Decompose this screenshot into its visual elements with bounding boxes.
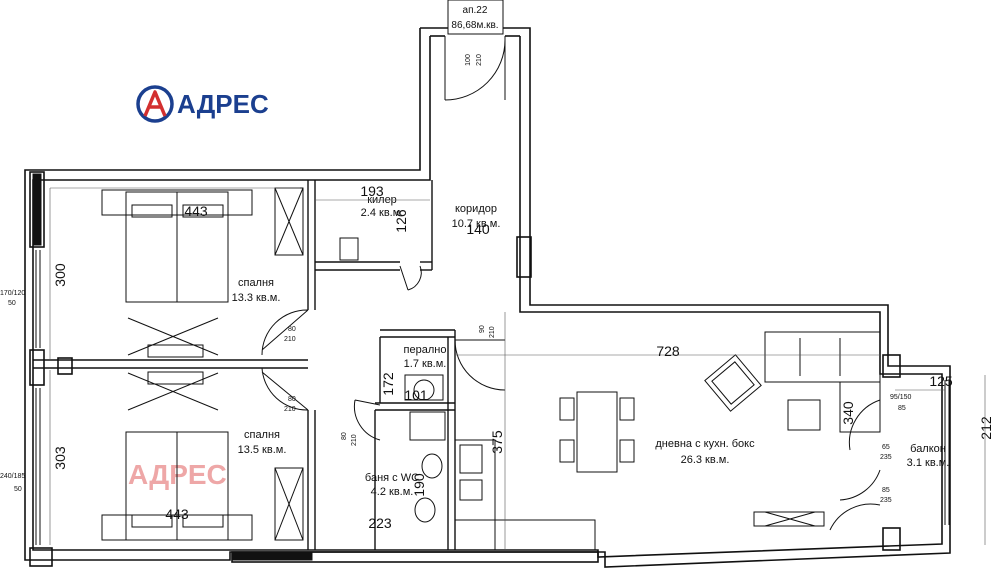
logo-emblem-icon bbox=[136, 85, 174, 123]
door3-w: 80 bbox=[341, 432, 348, 440]
furniture bbox=[101, 187, 881, 551]
door-entrance-h: 210 bbox=[476, 54, 483, 66]
door2-w: 80 bbox=[288, 396, 296, 403]
apartment-number: ап.22 bbox=[463, 5, 488, 16]
wall-columns bbox=[29, 171, 901, 567]
sofa-icon bbox=[764, 331, 881, 433]
door4-w: 90 bbox=[479, 325, 486, 333]
coffee-table-icon bbox=[787, 399, 821, 431]
kitchen-counter-icon bbox=[454, 439, 596, 551]
window1-w: 170/120 bbox=[0, 290, 25, 297]
bedroom1-name: спалня bbox=[238, 277, 274, 289]
window2-h: 50 bbox=[14, 486, 22, 493]
dim-balcony-height: 212 bbox=[978, 416, 994, 440]
sink-icon bbox=[421, 453, 443, 479]
balcony-area: 3.1 кв.м. bbox=[907, 457, 950, 469]
dim-closet-height: 126 bbox=[393, 209, 409, 233]
door-size-labels: 100 210 80 210 80 210 80 210 90 210 65 2… bbox=[0, 54, 912, 504]
shower-icon bbox=[409, 411, 446, 441]
dim-living-height: 375 bbox=[489, 430, 505, 454]
door2-h: 210 bbox=[284, 406, 296, 413]
dining-table-icon bbox=[559, 391, 635, 473]
logo: АДРЕС bbox=[136, 85, 269, 123]
dim-living-depth: 340 bbox=[840, 401, 856, 425]
dim-corridor-width: 140 bbox=[466, 221, 490, 237]
window2-w: 240/185 bbox=[0, 473, 25, 480]
dim-laundry-width: 101 bbox=[404, 387, 428, 403]
door1-w: 80 bbox=[288, 326, 296, 333]
dim-bed1-height: 300 bbox=[52, 263, 68, 287]
laundry-name: перално bbox=[404, 344, 447, 356]
bathroom-area: 4.2 кв.м. bbox=[371, 486, 414, 498]
laundry-area: 1.7 кв.м. bbox=[404, 358, 447, 370]
room-labels: спалня 13.3 кв.м. спалня 13.5 кв.м. киле… bbox=[232, 194, 950, 498]
balcony-window-h: 85 bbox=[898, 405, 906, 412]
door1-h: 210 bbox=[284, 336, 296, 343]
dim-bed2-height: 303 bbox=[52, 446, 68, 470]
logo-text: АДРЕС bbox=[177, 89, 269, 119]
dim-closet-width: 193 bbox=[360, 183, 384, 199]
bedroom2-name: спалня bbox=[244, 429, 280, 441]
windows bbox=[35, 250, 950, 545]
closet-area: 2.4 кв.м. bbox=[361, 207, 404, 219]
dim-bed1-width: 443 bbox=[184, 203, 208, 219]
dim-bed2-width: 443 bbox=[165, 506, 189, 522]
door-entrance-w: 100 bbox=[465, 54, 472, 66]
doors bbox=[261, 36, 881, 531]
dim-bath-width: 223 bbox=[368, 515, 392, 531]
living-name: дневна с кухн. бокс bbox=[655, 438, 755, 450]
balcony-door2-w: 85 bbox=[882, 487, 890, 494]
balcony-name: балкон bbox=[910, 443, 946, 455]
interior-walls bbox=[33, 180, 456, 550]
bed-1-icon bbox=[101, 189, 253, 303]
walls bbox=[24, 27, 951, 568]
balcony-window-w: 95/150 bbox=[890, 394, 912, 401]
dim-bath-height: 190 bbox=[411, 473, 427, 497]
dim-living-width: 728 bbox=[656, 343, 680, 359]
toilet-icon bbox=[414, 497, 436, 523]
corridor-name: коридор bbox=[455, 203, 497, 215]
entrance-label: ап.22 86,68м.кв. bbox=[447, 0, 504, 35]
balcony-door1-h: 235 bbox=[880, 454, 892, 461]
door3-h: 210 bbox=[351, 434, 358, 446]
bedroom1-area: 13.3 кв.м. bbox=[232, 292, 281, 304]
wardrobe-icon bbox=[274, 187, 304, 541]
corridor-area: 10.7 кв.м. bbox=[452, 218, 501, 230]
window1-h: 50 bbox=[8, 300, 16, 307]
apartment-area: 86,68м.кв. bbox=[451, 20, 498, 31]
bathroom-name: баня с WC bbox=[365, 472, 419, 484]
dim-laundry-height: 172 bbox=[380, 372, 396, 396]
bedroom2-area: 13.5 кв.м. bbox=[238, 444, 287, 456]
dim-balcony-width: 125 bbox=[929, 373, 953, 389]
balcony-door2-h: 235 bbox=[880, 497, 892, 504]
living-area: 26.3 кв.м. bbox=[681, 454, 730, 466]
tv-unit-icon bbox=[127, 317, 825, 527]
armchair-icon bbox=[704, 354, 762, 412]
balcony-door1-w: 65 bbox=[882, 444, 890, 451]
dimension-lines bbox=[49, 187, 986, 550]
dimension-labels: 443 443 300 303 193 126 140 728 375 172 … bbox=[52, 183, 994, 531]
door4-h: 210 bbox=[489, 326, 496, 338]
bed-2-icon bbox=[101, 431, 253, 541]
